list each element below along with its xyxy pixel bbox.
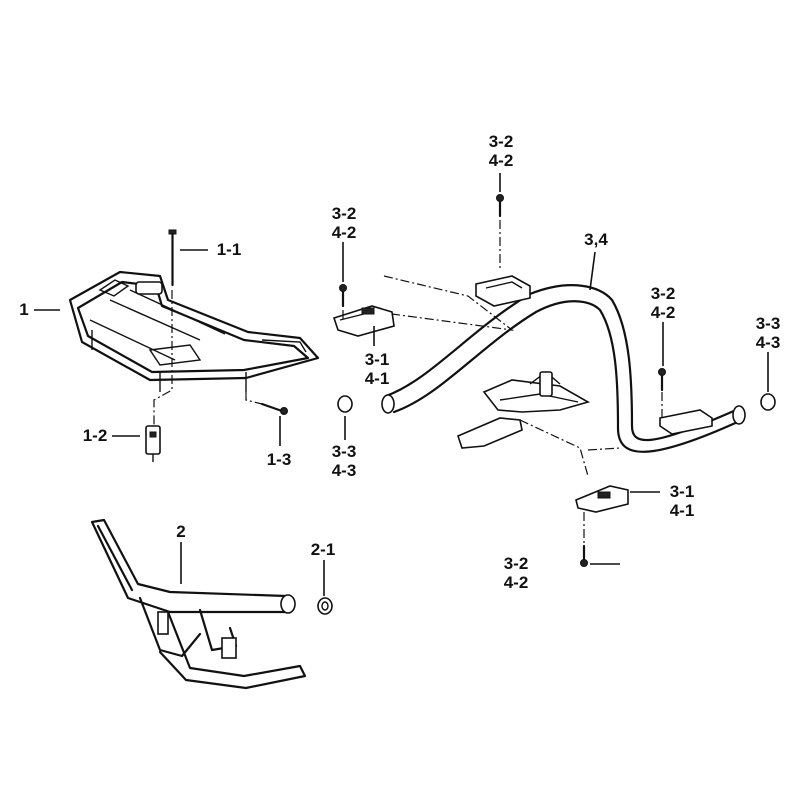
callout-1-1: 1-1 (216, 240, 242, 259)
front-bumper (90, 518, 307, 690)
bracket-right (575, 485, 629, 513)
clamp-1-2 (145, 425, 161, 462)
nut-left (337, 395, 353, 413)
callout-2-1: 2-1 (310, 540, 336, 559)
nut-far (760, 393, 776, 411)
callout-3-4: 3,4 (584, 230, 608, 249)
bolt-1-1 (168, 229, 177, 287)
rear-rack (68, 270, 320, 392)
bolt-bottom (580, 544, 588, 567)
frame-tube (381, 275, 746, 453)
callout-1: 1 (19, 300, 29, 319)
bolt-right (658, 368, 666, 392)
footrest-bracket (457, 371, 591, 449)
callout-1-3: 1-3 (266, 450, 292, 469)
callout-1-2: 1-2 (82, 426, 108, 445)
callout-2: 2 (176, 522, 186, 541)
nut-2-1 (317, 597, 333, 615)
bolt-left (339, 284, 347, 308)
leader-lines (34, 173, 769, 596)
bracket-left (332, 305, 395, 337)
bolt-top (496, 194, 504, 218)
bolt-1-3 (260, 402, 288, 415)
